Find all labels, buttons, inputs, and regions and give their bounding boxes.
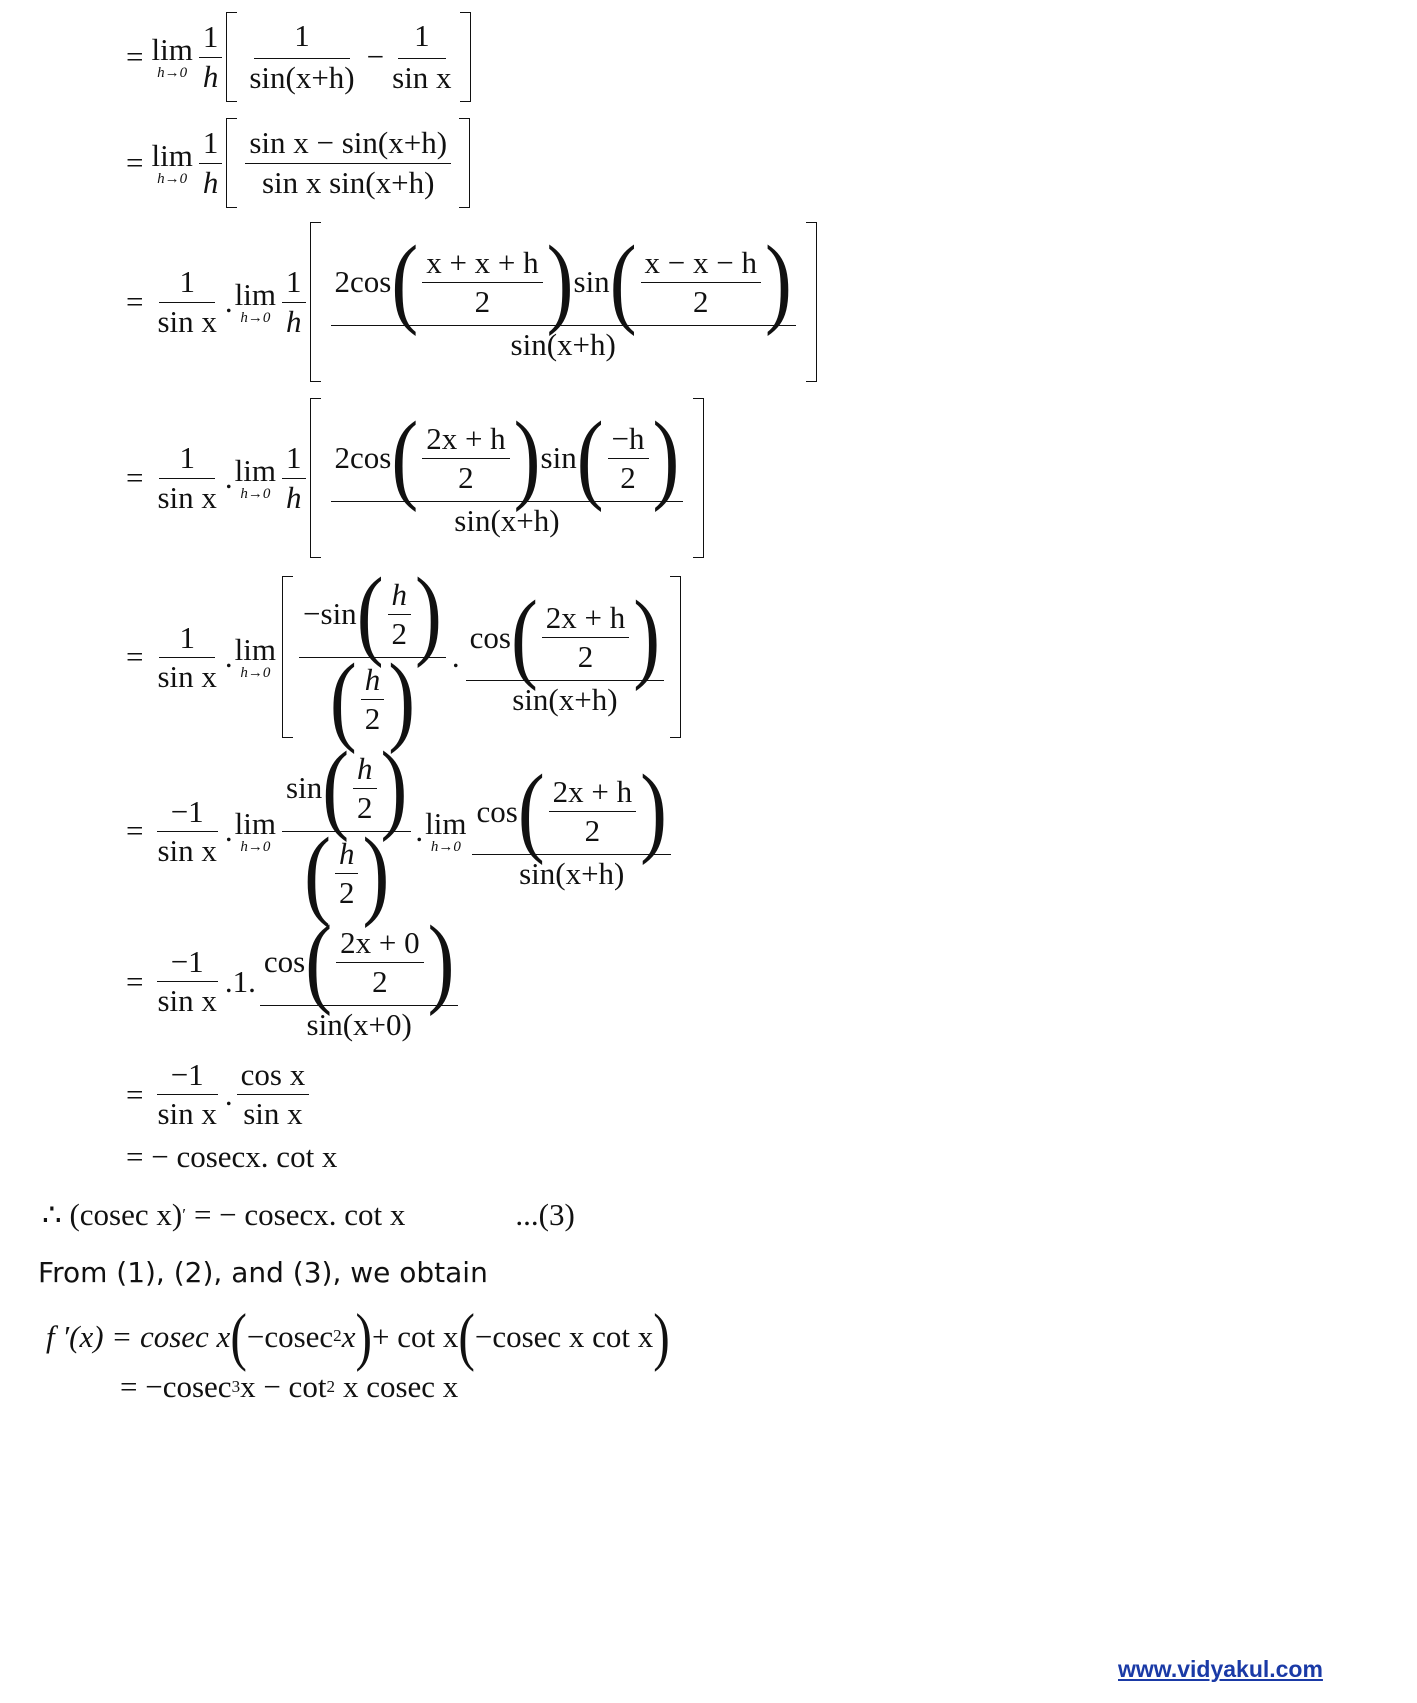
- step-10-conclusion: ∴ (cosec x)′ = − cosecx. cot x ...(3): [42, 1197, 575, 1232]
- equation-tag: ...(3): [515, 1197, 575, 1232]
- body-text: From (1), (2), and (3), we obtain: [38, 1256, 488, 1289]
- footer-link[interactable]: www.vidyakul.com: [1118, 1656, 1323, 1682]
- step-9: = − cosecx. cot x: [126, 1139, 338, 1174]
